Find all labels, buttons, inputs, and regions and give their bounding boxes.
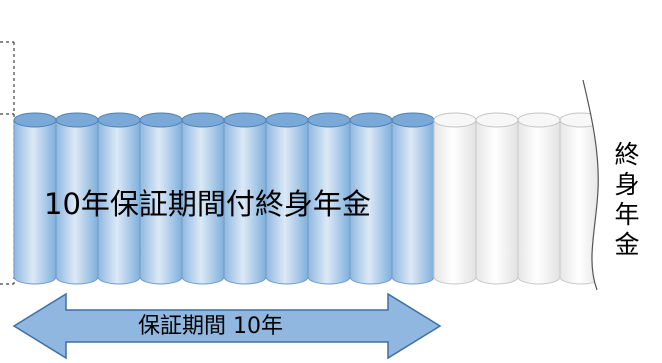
life-cylinder [433,112,477,285]
main-label: 10年保証期間付終身年金 [44,187,371,221]
life-cylinder [517,112,561,285]
side-label: 終 身 年 金 [614,140,640,260]
break-line [582,79,599,291]
guaranteed-cylinder [13,112,57,285]
guarantee-period-arrow [12,292,442,360]
guaranteed-cylinders [13,112,435,285]
life-cylinder [559,100,620,300]
dashed-bracket [0,41,15,285]
arrow-label: 保証期間 10年 [138,314,283,339]
life-cylinder [475,112,519,285]
side-label-char: 身 [614,170,640,199]
guaranteed-cylinder [391,112,435,285]
guaranteed-cylinder [223,112,267,285]
guaranteed-cylinder [349,112,393,285]
life-cylinders [433,100,620,300]
side-label-char: 終 [614,140,640,169]
side-label-char: 金 [614,230,640,259]
side-label-char: 年 [614,200,640,229]
guaranteed-cylinder [181,112,225,285]
guaranteed-cylinder [55,112,99,285]
